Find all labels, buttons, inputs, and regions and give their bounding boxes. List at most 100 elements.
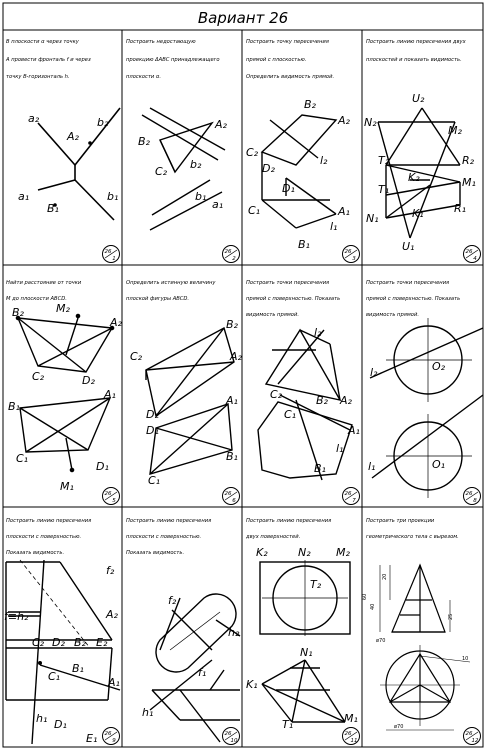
badge-variant: 26	[345, 731, 352, 737]
cell-2-task-line-3: плоскости α.	[126, 74, 161, 80]
label-A2: A₂	[229, 350, 243, 363]
cell-1: В плоскости α через точку А провести фро…	[5, 39, 121, 221]
label-B2: B₂	[138, 135, 151, 148]
badge-divider	[224, 491, 238, 501]
cell-6-task-line-1: Определить истинную величину	[126, 280, 216, 286]
badge-task-number: 12	[472, 738, 479, 744]
label-C2: C₂	[246, 146, 259, 159]
label-K2: K₂	[408, 171, 420, 184]
badge-task-number: 5	[112, 498, 116, 504]
badge-divider	[465, 249, 479, 259]
badge-variant: 26	[105, 731, 112, 737]
task-badge-7: 267	[342, 487, 360, 505]
label-f2: f₂	[106, 564, 115, 577]
cell-9: Построить линию пересечения плоскости с …	[4, 518, 121, 745]
badge-task-number: 2	[232, 256, 236, 262]
label-M2: M₂	[336, 546, 350, 559]
label-D2: D₂	[82, 374, 95, 387]
label-b1: b₁	[195, 190, 206, 203]
label-T1: T₁	[378, 183, 389, 196]
label-K1: K₁	[246, 678, 258, 691]
cell-11-task-line-1: Построить линию пересечения	[246, 518, 331, 524]
cell-4-task-line-1: Построить линию пересечения двух	[366, 39, 467, 45]
cell-6-task-line-2: плоской фигуры АВСD.	[126, 296, 189, 302]
label-K1: K₁	[412, 207, 424, 220]
label-E2: E₂	[96, 636, 108, 649]
task-badge-1: 261	[102, 245, 120, 263]
label-R1: R₁	[454, 202, 466, 215]
cell-4-task-line-2: плоскостей и показать видимость.	[366, 57, 462, 63]
label-M1: M₁	[344, 712, 358, 725]
label-C2: C₂	[270, 388, 283, 401]
cell-5-task-line-2: М до плоскости АВСD.	[6, 296, 67, 302]
badge-divider	[465, 491, 479, 501]
badge-task-number: 9	[112, 738, 116, 744]
badge-divider	[465, 731, 479, 741]
label-fh2: f≡h₂	[4, 610, 29, 623]
label-A1: A₁	[225, 394, 238, 407]
badge-divider	[344, 731, 358, 741]
label-h2: h₂	[228, 626, 240, 639]
label-A1: A₁	[347, 424, 360, 437]
label-U2: U₂	[412, 92, 425, 105]
label-B1: B₁	[8, 400, 20, 413]
label-f2: f₂	[168, 594, 177, 607]
label-C1: C₁	[248, 204, 260, 217]
label-A1: A₁	[107, 676, 120, 689]
label-T2: T₂	[310, 578, 322, 591]
label-B1: B₁	[72, 662, 84, 675]
badge-task-number: 4	[473, 256, 477, 262]
label-h1: h₁	[142, 706, 153, 719]
label-N1: N₁	[300, 646, 313, 659]
badge-task-number: 6	[232, 498, 236, 504]
badge-task-number: 11	[351, 738, 358, 744]
label-M1: M₁	[60, 480, 74, 493]
label-A2: A₂	[105, 608, 119, 621]
cell-4: Построить линию пересечения двух плоскос…	[364, 39, 476, 253]
label-a1: a₁	[212, 198, 223, 211]
label-N2: N₂	[364, 116, 377, 129]
label-C2: C₂	[32, 636, 45, 649]
cell-5-task-line-1: Найти расстояние от точки	[6, 280, 82, 286]
badge-task-number: 10	[231, 738, 238, 744]
cell-12: Построить три проекции геометрического т…	[362, 518, 471, 731]
task-badge-2: 262	[222, 245, 240, 263]
label-a2: a₂	[28, 112, 40, 125]
cell-10-task-line-2: плоскости с поверхностью.	[126, 534, 201, 540]
label-E1: E₁	[86, 732, 97, 745]
cell-12-task-line-1: Построить три проекции	[366, 518, 435, 524]
dim-20: 20	[382, 574, 388, 580]
label-C1: C₁	[148, 474, 160, 487]
cell-10: Построить линию пересечения плоскости с …	[126, 518, 241, 743]
label-b2: b₂	[190, 158, 202, 171]
badge-task-number: 7	[352, 498, 356, 504]
badge-variant: 26	[105, 491, 112, 497]
label-O1: O₁	[432, 458, 445, 471]
label-B1: B₁	[314, 462, 326, 475]
task-badge-9: 269	[102, 727, 120, 745]
badge-variant: 26	[225, 491, 232, 497]
cell-1-task-line-1: В плоскости α через точку	[6, 39, 80, 45]
label-D1: D₁	[282, 182, 295, 195]
label-T2: T₂	[378, 154, 390, 167]
cell-3: Построить точку пересечения прямой с пло…	[246, 39, 351, 251]
label-N1: N₁	[366, 212, 379, 225]
label-D2: D₂	[146, 408, 159, 421]
label-f1: f₁	[198, 666, 206, 679]
cell-11-task-line-2: двух поверхностей.	[245, 534, 300, 540]
label-l2: l₂	[314, 326, 322, 339]
cell-5: Найти расстояние от точки М до плоскости…	[6, 280, 123, 493]
label-h1: h₁	[36, 712, 47, 725]
badge-variant: 26	[466, 491, 473, 497]
label-C1: C₁	[48, 670, 60, 683]
badge-task-number: 8	[473, 498, 477, 504]
label-l1: l₁	[336, 442, 343, 455]
task-badge-5: 265	[102, 487, 120, 505]
cell-8-task-line-1: Построить точки пересечения	[366, 280, 449, 286]
cell-8-task-line-3: видимость прямой.	[366, 312, 419, 318]
label-U1: U₁	[402, 240, 414, 253]
sheet-title: Вариант 26	[198, 9, 288, 27]
